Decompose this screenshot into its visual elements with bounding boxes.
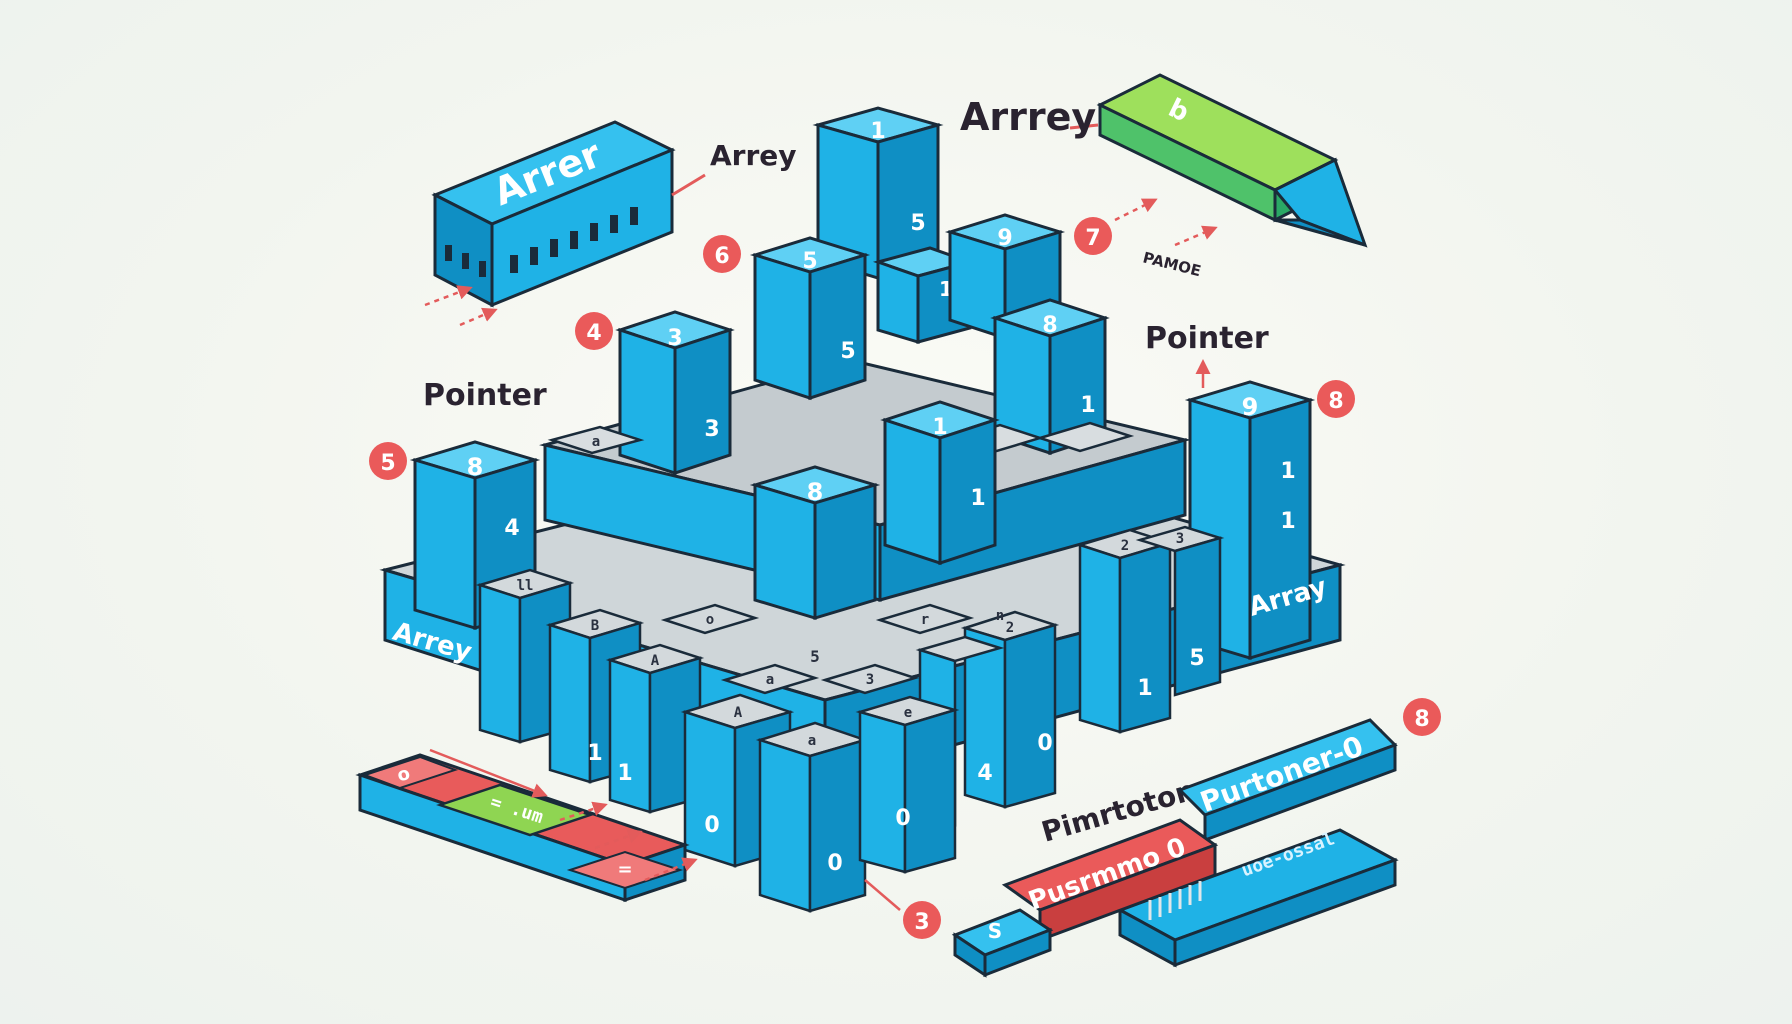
cap-glyph: ll bbox=[517, 578, 534, 594]
label-small-tag: PAMOE bbox=[1141, 248, 1203, 280]
pillar-number: 5 bbox=[810, 647, 820, 666]
pillar-5: 5 5 bbox=[749, 236, 871, 401]
pointer-arrow bbox=[1174, 225, 1218, 247]
step-badge: 5 bbox=[369, 442, 407, 480]
pillar-number: 2 bbox=[1006, 620, 1014, 636]
bottom-right-module: Purtoner-0 uoe-ossal Pusrmmo 0 S bbox=[951, 718, 1399, 978]
pillar-mid-1: 1 1 bbox=[880, 400, 1000, 566]
cap-glyph: r bbox=[921, 612, 929, 628]
step-badge: 6 bbox=[703, 235, 741, 273]
label-pointer-right: Pointer bbox=[1145, 321, 1269, 356]
pillar-number: 8 bbox=[467, 453, 484, 481]
badge-number: 8 bbox=[1328, 389, 1343, 414]
pillar-number: 1 bbox=[932, 415, 947, 440]
chip-cyan-label: S bbox=[988, 919, 1002, 943]
cap-glyph: a bbox=[592, 434, 600, 450]
pillar-number: 0 bbox=[827, 851, 842, 876]
front-left-pillars: ll B 1 A 1 bbox=[475, 568, 705, 814]
pillar-number: 1 bbox=[617, 761, 632, 786]
step-badge: 8 bbox=[1403, 698, 1441, 736]
pillar-number: 3 bbox=[667, 326, 682, 351]
cap-glyph: a bbox=[766, 672, 774, 688]
step-badge: 8 bbox=[1317, 380, 1355, 418]
pillar-top-1: 1 5 bbox=[812, 106, 944, 281]
pillar-number: 1 bbox=[870, 119, 885, 144]
leader-line bbox=[1069, 123, 1099, 130]
marker-pen: b bbox=[1096, 73, 1368, 248]
pointer-arrow bbox=[644, 857, 698, 882]
pillar-number: 4 bbox=[977, 761, 992, 786]
pillar-number: 8 bbox=[1042, 313, 1057, 338]
badge-number: 4 bbox=[586, 321, 601, 346]
pointer-arrow bbox=[429, 748, 548, 798]
label-array-top-left: Arrey bbox=[710, 139, 797, 172]
badge-number: 5 bbox=[380, 451, 395, 476]
pillar-number: 1 bbox=[1280, 459, 1295, 484]
pillar-number: 0 bbox=[1037, 731, 1052, 756]
badge-number: 8 bbox=[1414, 707, 1429, 732]
pointer-arrow bbox=[459, 307, 498, 327]
pillar-3: 3 3 bbox=[615, 310, 735, 476]
pillar-number: 5 bbox=[840, 339, 855, 364]
pillar-number: 5 bbox=[802, 249, 817, 274]
pillar-8-right: 8 1 bbox=[990, 298, 1110, 456]
leader-line bbox=[864, 879, 901, 911]
pillar-number: 3 bbox=[704, 417, 719, 442]
cap-glyph: a bbox=[808, 733, 816, 749]
label-array-top-right: Arrrey bbox=[960, 95, 1096, 139]
step-badge: 3 bbox=[903, 901, 941, 939]
pillar-number: 3 bbox=[1176, 531, 1184, 547]
arrer-block: Arrer bbox=[431, 120, 676, 308]
pillar-number: 2 bbox=[1121, 538, 1129, 554]
label-pointer-left: Pointer bbox=[423, 378, 547, 413]
cap-glyph: B bbox=[591, 618, 599, 634]
cap-glyph: 3 bbox=[866, 672, 874, 688]
pillar-number: 5 bbox=[1189, 646, 1204, 671]
pillar-number: 9 bbox=[1242, 393, 1259, 421]
badge-number: 6 bbox=[714, 244, 729, 269]
badge-number: 7 bbox=[1085, 226, 1100, 251]
pointer-arrow bbox=[424, 285, 473, 307]
leader-line bbox=[671, 173, 706, 197]
pillar-mid-8: 8 bbox=[749, 465, 881, 621]
pillar-number: 1 bbox=[1137, 676, 1152, 701]
pillar-number: 9 bbox=[997, 226, 1012, 251]
cap-glyph: A bbox=[651, 653, 660, 669]
cap-glyph: A bbox=[734, 705, 743, 721]
cap-glyph: o bbox=[706, 612, 714, 628]
pillar-number: 1 bbox=[1080, 393, 1095, 418]
cap-glyph: n bbox=[996, 608, 1004, 624]
module-red-b-label: = bbox=[617, 859, 632, 880]
pillar-number: 8 bbox=[807, 478, 824, 506]
pillar-number: 1 bbox=[587, 741, 602, 766]
step-badge: 7 bbox=[1074, 217, 1112, 255]
badge-number: 3 bbox=[914, 910, 929, 935]
cap-glyph: e bbox=[904, 705, 912, 721]
pillar-number: 4 bbox=[504, 516, 519, 541]
module-red-label: o bbox=[395, 763, 412, 786]
pointer-arrow bbox=[594, 828, 643, 850]
pillar-number: 0 bbox=[895, 806, 910, 831]
pillar-number: 5 bbox=[910, 211, 925, 236]
pillar-number: 1 bbox=[970, 486, 985, 511]
right-short-pillars: 2 1 3 5 2 0 4 bbox=[915, 525, 1225, 827]
pointer-arrow bbox=[559, 801, 608, 822]
bottom-left-module: o = .um = bbox=[355, 753, 690, 903]
pillar-number: 0 bbox=[704, 813, 719, 838]
pointer-arrow bbox=[1114, 198, 1158, 222]
step-badge: 4 bbox=[575, 312, 613, 350]
pillar-number: 1 bbox=[1280, 509, 1295, 534]
front-center-pillars: o a 3 r 5 A 0 a 0 e 0 n bbox=[660, 603, 1004, 913]
